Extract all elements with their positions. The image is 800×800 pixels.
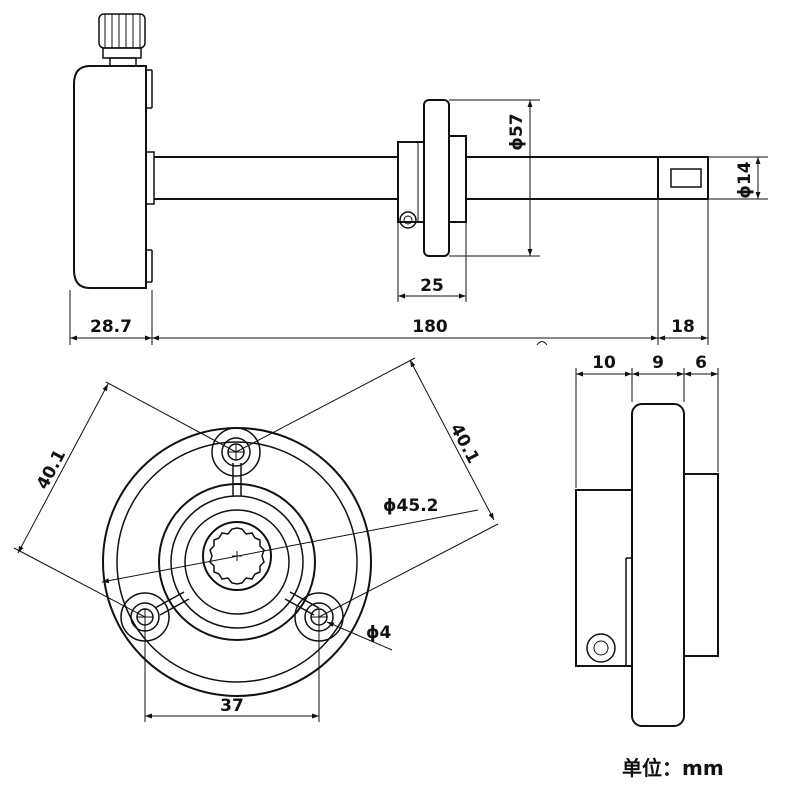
- dim-flange-diameter: ϕ57: [507, 113, 527, 150]
- flange-front-view: [102, 427, 372, 697]
- dim-hole-spacing-right: 40.1: [446, 420, 483, 466]
- dim-flange-width: 25: [420, 276, 444, 296]
- dim-side-width-a: 10: [592, 353, 616, 373]
- top-view-dimensions: 28.7 180 18 25 ϕ57 ϕ14: [69, 99, 768, 345]
- break-mark: [536, 341, 548, 346]
- mounting-flange: [397, 99, 467, 257]
- dim-tip-diameter: ϕ14: [735, 161, 755, 198]
- dim-tip-length: 18: [671, 317, 695, 337]
- dim-side-width-b: 9: [652, 353, 664, 373]
- mounting-hole-top: [211, 427, 261, 477]
- flange-view-dimensions: 40.1 40.1 ϕ45.2 ϕ4 37: [13, 357, 499, 722]
- probe-tube: [154, 156, 709, 200]
- ribs: [154, 463, 320, 616]
- flange-side-view: [575, 403, 719, 727]
- dim-side-width-c: 6: [695, 353, 707, 373]
- housing: [73, 65, 155, 289]
- dim-hole-diameter: ϕ4: [366, 623, 392, 643]
- top-view-sensor: [73, 13, 709, 346]
- dim-probe-length: 180: [412, 317, 448, 337]
- dim-housing-depth: 28.7: [90, 317, 132, 337]
- dim-hole-spacing-bottom: 37: [220, 696, 244, 716]
- cable-gland: [98, 13, 146, 67]
- dim-hole-spacing-left: 40.1: [33, 446, 70, 492]
- unit-label: 单位：mm: [622, 756, 724, 780]
- flange-side-dimensions: 10 9 6: [575, 353, 719, 488]
- dim-pitch-circle-diameter: ϕ45.2: [383, 496, 438, 516]
